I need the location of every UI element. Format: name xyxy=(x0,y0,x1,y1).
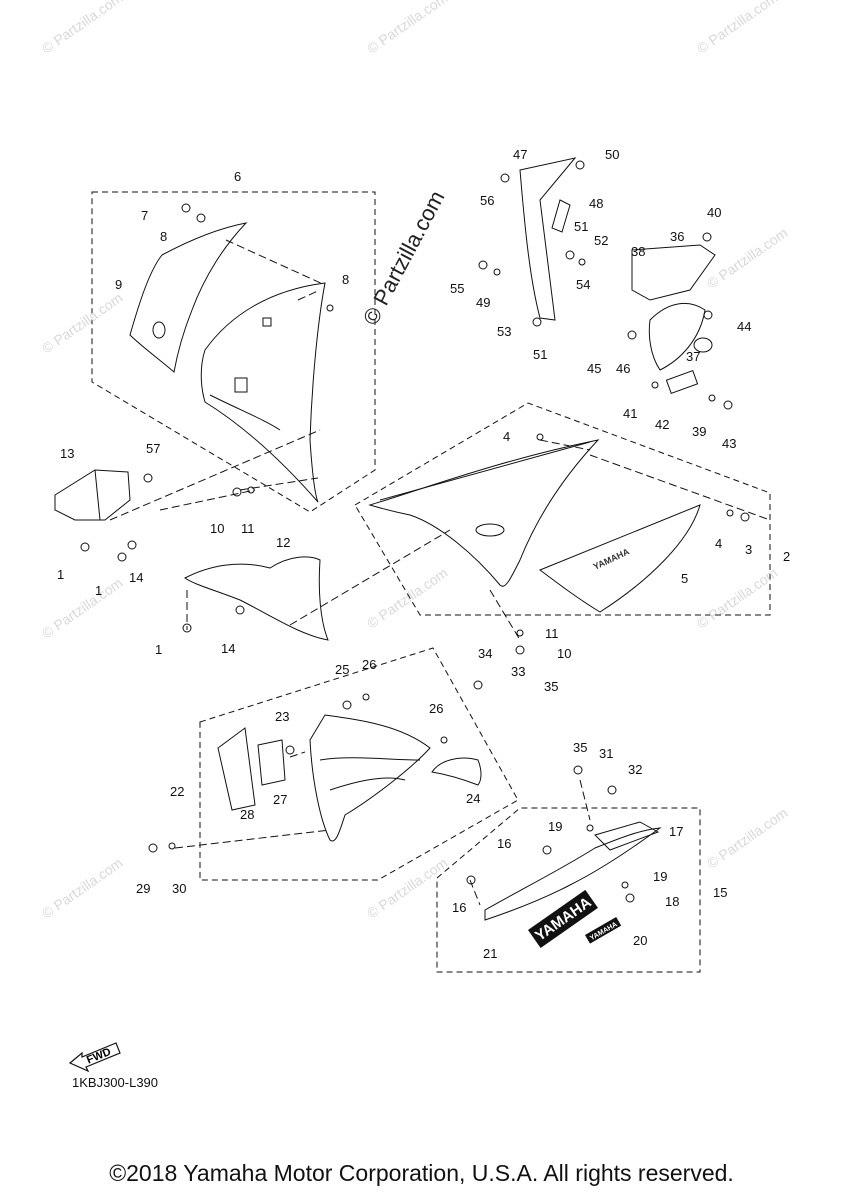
callout: 21 xyxy=(483,946,498,961)
callout: 11 xyxy=(241,521,255,536)
callout: 16 xyxy=(497,836,512,851)
callout: 19 xyxy=(548,819,563,834)
callout: 25 xyxy=(335,662,350,677)
part-9-hole xyxy=(152,321,166,339)
callout: 26 xyxy=(362,657,377,672)
callout: 29 xyxy=(136,881,151,896)
callout: 1 xyxy=(155,642,163,657)
part-22-panel xyxy=(309,714,431,842)
callout: 4 xyxy=(503,429,511,444)
fwd-arrow-icon: FWD xyxy=(68,1042,121,1073)
callout: 13 xyxy=(60,446,75,461)
callout: 50 xyxy=(605,147,620,162)
callout: 30 xyxy=(172,881,187,896)
callout: 10 xyxy=(210,521,225,536)
callout: 51 xyxy=(574,219,589,234)
callout: 3 xyxy=(745,542,753,557)
callout: 1 xyxy=(57,567,65,582)
callout: 17 xyxy=(669,824,684,839)
callout: 53 xyxy=(497,324,512,339)
callout: 31 xyxy=(599,746,614,761)
panel-logo-text: YAMAHA xyxy=(592,546,632,572)
callout: 43 xyxy=(722,436,737,451)
part-28-sticker xyxy=(217,727,256,811)
callout: 39 xyxy=(692,424,707,439)
callout: 19 xyxy=(653,869,668,884)
part-47-bracket xyxy=(519,157,577,321)
callout: 9 xyxy=(115,277,123,292)
callout: 35 xyxy=(544,679,559,694)
callout: 2 xyxy=(783,549,791,564)
callout: 33 xyxy=(511,664,526,679)
callout: 14 xyxy=(221,641,236,656)
callout: 10 xyxy=(557,646,572,661)
decal-20: YAMAHA xyxy=(585,917,622,944)
callout: 22 xyxy=(170,784,185,799)
callout: 51 xyxy=(533,347,548,362)
callout: 45 xyxy=(587,361,602,376)
callout: 12 xyxy=(276,535,291,550)
callout: 37 xyxy=(686,349,701,364)
callout: 54 xyxy=(576,277,591,292)
part-17-cowl xyxy=(484,827,662,921)
group-22-outline xyxy=(199,647,519,881)
part-6-cowl xyxy=(200,282,326,503)
group-15-outline xyxy=(436,807,701,973)
part-36-bracket xyxy=(631,244,716,301)
decal-21: YAMAHA xyxy=(528,889,598,949)
callout: 46 xyxy=(616,361,631,376)
part-13-bracket xyxy=(54,469,131,521)
callout: 8 xyxy=(342,272,350,287)
fwd-label: FWD xyxy=(85,1046,113,1067)
callout: 8 xyxy=(160,229,168,244)
callout: 52 xyxy=(594,233,609,248)
part-5-cowl xyxy=(368,439,600,587)
callout: 34 xyxy=(478,646,493,661)
callout: 42 xyxy=(655,417,670,432)
group-6-outline xyxy=(91,191,376,513)
callout: 24 xyxy=(466,791,481,806)
callout: 47 xyxy=(513,147,528,162)
callout: 41 xyxy=(623,406,638,421)
callout: 32 xyxy=(628,762,643,777)
callout: 1 xyxy=(95,583,103,598)
callout: 26 xyxy=(429,701,444,716)
fasteners xyxy=(80,160,750,903)
callout: 44 xyxy=(737,319,752,334)
callout: 38 xyxy=(631,244,646,259)
callout: 27 xyxy=(273,792,288,807)
part-12-panel xyxy=(184,556,329,641)
callout: 6 xyxy=(234,169,242,184)
callout: 14 xyxy=(129,570,144,585)
callout: 56 xyxy=(480,193,495,208)
callout: 18 xyxy=(665,894,680,909)
callout: 49 xyxy=(476,295,491,310)
callout: 36 xyxy=(670,229,685,244)
callout: 55 xyxy=(450,281,465,296)
callout: 35 xyxy=(573,740,588,755)
callout: 48 xyxy=(589,196,604,211)
part-24-cover xyxy=(431,757,482,786)
callout: 5 xyxy=(681,571,689,586)
callout: 28 xyxy=(240,807,255,822)
part-9-panel xyxy=(129,222,248,373)
reference-code: 1KBJ300-L390 xyxy=(72,1075,159,1090)
group-2-outline xyxy=(354,402,771,616)
callout: 11 xyxy=(545,626,559,641)
callout: 4 xyxy=(715,536,723,551)
callout: 7 xyxy=(141,208,149,223)
callout: 20 xyxy=(633,933,648,948)
decal-21-text: YAMAHA xyxy=(532,894,595,945)
callout: 16 xyxy=(452,900,467,915)
part-27-sticker xyxy=(257,739,286,786)
callout: 15 xyxy=(713,885,728,900)
callout: 23 xyxy=(275,709,290,724)
callout: 57 xyxy=(146,441,161,456)
callout: 40 xyxy=(707,205,722,220)
copyright-notice: ©2018 Yamaha Motor Corporation, U.S.A. A… xyxy=(109,1160,734,1186)
